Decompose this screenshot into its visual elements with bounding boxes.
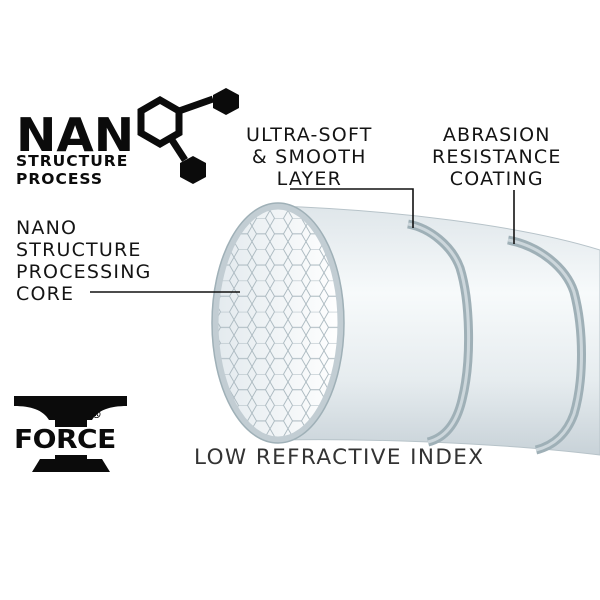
hexagon-core-pattern xyxy=(215,206,341,440)
low-refractive-index-caption: LOW REFRACTIVE INDEX xyxy=(194,445,485,470)
hexagon-molecule-icon xyxy=(137,88,239,184)
abrasion-coating-label: ABRASION RESISTANCE COATING xyxy=(432,124,562,190)
nano-logo-subtitle-2: PROCESS xyxy=(16,170,104,188)
registered-mark: ® xyxy=(91,408,102,421)
tforce-logo-word: FORCE xyxy=(14,425,116,455)
leader-line-ultra-soft xyxy=(290,188,414,228)
t-letter-icon xyxy=(10,396,130,472)
nano-logo-word: NAN xyxy=(16,108,135,162)
core-label: NANO STRUCTURE PROCESSING CORE xyxy=(16,217,152,305)
ultra-soft-layer-label: ULTRA-SOFT & SMOOTH LAYER xyxy=(246,124,373,190)
nano-logo-subtitle-1: STRUCTURE xyxy=(16,152,129,170)
tube-body xyxy=(277,205,600,456)
